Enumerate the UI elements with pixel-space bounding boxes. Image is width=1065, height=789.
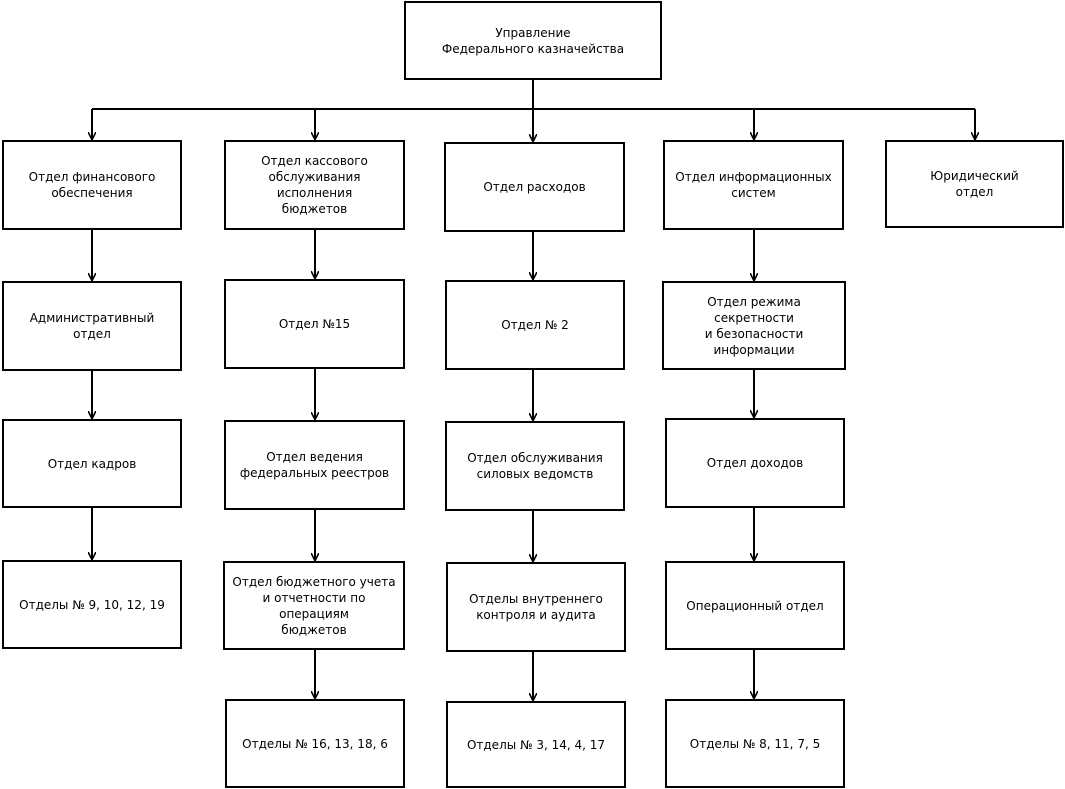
col3-child-2-node: Отдел обслуживания силовых ведомств bbox=[445, 421, 625, 511]
col2-child-4-node: Отделы № 16, 13, 18, 6 bbox=[225, 699, 405, 788]
col3-child-1-node: Отдел № 2 bbox=[445, 280, 625, 370]
col3-child-2-label: Отдел обслуживания силовых ведомств bbox=[467, 451, 603, 481]
col1-child-2-node: Отдел кадров bbox=[2, 419, 182, 508]
col4-child-3-label: Операционный отдел bbox=[686, 598, 824, 613]
col1-child-3-node: Отделы № 9, 10, 12, 19 bbox=[2, 560, 182, 649]
root-node: Управление Федерального казначейства bbox=[404, 1, 662, 80]
col1-head-label: Отдел финансового обеспечения bbox=[28, 170, 156, 200]
col2-child-2-node: Отдел ведения федеральных реестров bbox=[224, 420, 405, 510]
col4-child-2-node: Отдел доходов bbox=[665, 418, 845, 508]
col4-child-2-label: Отдел доходов bbox=[706, 456, 804, 470]
col1-head-node: Отдел финансового обеспечения bbox=[2, 140, 182, 230]
col3-head-node: Отдел расходов bbox=[444, 142, 625, 232]
col2-head-label: Отдел кассового обслуживания исполнения … bbox=[261, 154, 368, 216]
col2-child-2-label: Отдел ведения федеральных реестров bbox=[239, 450, 390, 480]
col2-child-3-node: Отдел бюджетного учета и отчетности по о… bbox=[223, 561, 405, 650]
col1-child-2-label: Отдел кадров bbox=[47, 456, 137, 471]
col3-head-label: Отдел расходов bbox=[483, 180, 586, 194]
root-label: Управление Федерального казначейства bbox=[441, 25, 625, 56]
col1-child-1-label: Административный отдел bbox=[29, 311, 155, 341]
col5-head-node: Юридический отдел bbox=[885, 140, 1064, 228]
col4-child-4-label: Отделы № 8, 11, 7, 5 bbox=[689, 736, 821, 751]
col4-child-1-label: Отдел режима секретности и безопасности … bbox=[704, 294, 804, 357]
col4-head-node: Отдел информационных систем bbox=[663, 140, 844, 230]
col3-child-4-node: Отделы № 3, 14, 4, 17 bbox=[446, 701, 626, 788]
col2-child-3-label: Отдел бюджетного учета и отчетности по о… bbox=[232, 574, 396, 637]
col4-head-label: Отдел информационных систем bbox=[675, 170, 832, 200]
col2-child-4-label: Отделы № 16, 13, 18, 6 bbox=[242, 736, 388, 751]
col4-child-4-node: Отделы № 8, 11, 7, 5 bbox=[665, 699, 845, 788]
col3-child-3-node: Отделы внутреннего контроля и аудита bbox=[446, 562, 626, 652]
col4-child-3-node: Операционный отдел bbox=[665, 561, 845, 650]
col3-child-1-label: Отдел № 2 bbox=[501, 318, 569, 332]
col2-child-1-label: Отдел №15 bbox=[278, 317, 351, 331]
col5-head-label: Юридический отдел bbox=[930, 169, 1019, 199]
col1-child-1-node: Административный отдел bbox=[2, 281, 182, 371]
col2-child-1-node: Отдел №15 bbox=[224, 279, 405, 369]
col3-child-4-label: Отделы № 3, 14, 4, 17 bbox=[466, 737, 606, 752]
col2-head-node: Отдел кассового обслуживания исполнения … bbox=[224, 140, 405, 230]
col3-child-3-label: Отделы внутреннего контроля и аудита bbox=[469, 592, 603, 622]
col1-child-3-label: Отделы № 9, 10, 12, 19 bbox=[19, 597, 165, 612]
col4-child-1-node: Отдел режима секретности и безопасности … bbox=[662, 281, 846, 370]
